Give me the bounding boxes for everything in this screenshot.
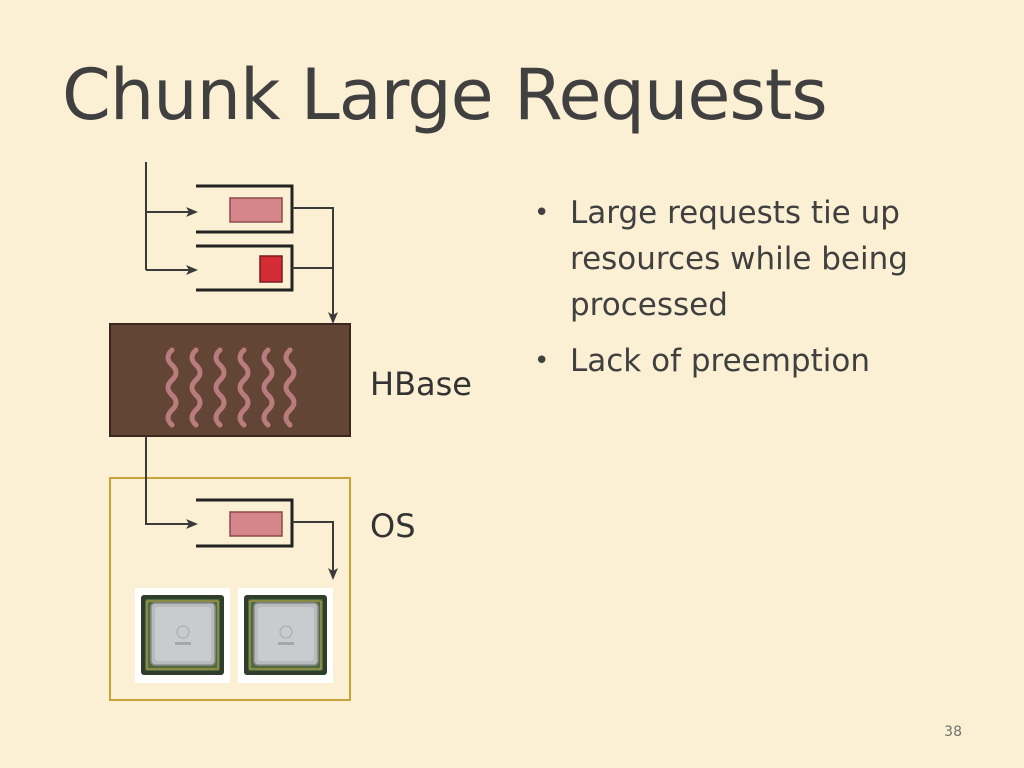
- thread-pool-waves: [165, 347, 297, 428]
- os-queued-request: [229, 511, 283, 537]
- os-box: [109, 477, 351, 701]
- hbase-box: [109, 323, 351, 437]
- hbase-to-os-arrow: [145, 436, 198, 529]
- bullet-icon: •: [534, 198, 550, 228]
- os-queue-to-cpu-arrow: [292, 521, 338, 580]
- bullet-text: Large requests tie up resources while be…: [570, 195, 908, 323]
- incoming-request-arrows: [145, 162, 198, 275]
- os-label: OS: [370, 507, 416, 545]
- queued-request-large: [259, 255, 283, 283]
- bullet-item: • Large requests tie up resources while …: [530, 190, 970, 328]
- request-queue-1: [196, 184, 294, 234]
- bullet-icon: •: [534, 346, 550, 376]
- queued-request-small: [229, 197, 283, 223]
- slide-title: Chunk Large Requests: [62, 54, 828, 136]
- cpu-chip-icon: [238, 588, 333, 683]
- bullet-item: • Lack of preemption: [530, 338, 970, 384]
- cpu-chip-icon: [135, 588, 230, 683]
- request-queue-2: [196, 244, 294, 292]
- page-number: 38: [944, 724, 962, 740]
- hbase-label: HBase: [370, 365, 472, 403]
- queue-to-hbase-arrows: [292, 207, 338, 324]
- os-request-queue: [196, 498, 294, 548]
- bullet-list: • Large requests tie up resources while …: [530, 190, 970, 394]
- bullet-text: Lack of preemption: [570, 343, 870, 379]
